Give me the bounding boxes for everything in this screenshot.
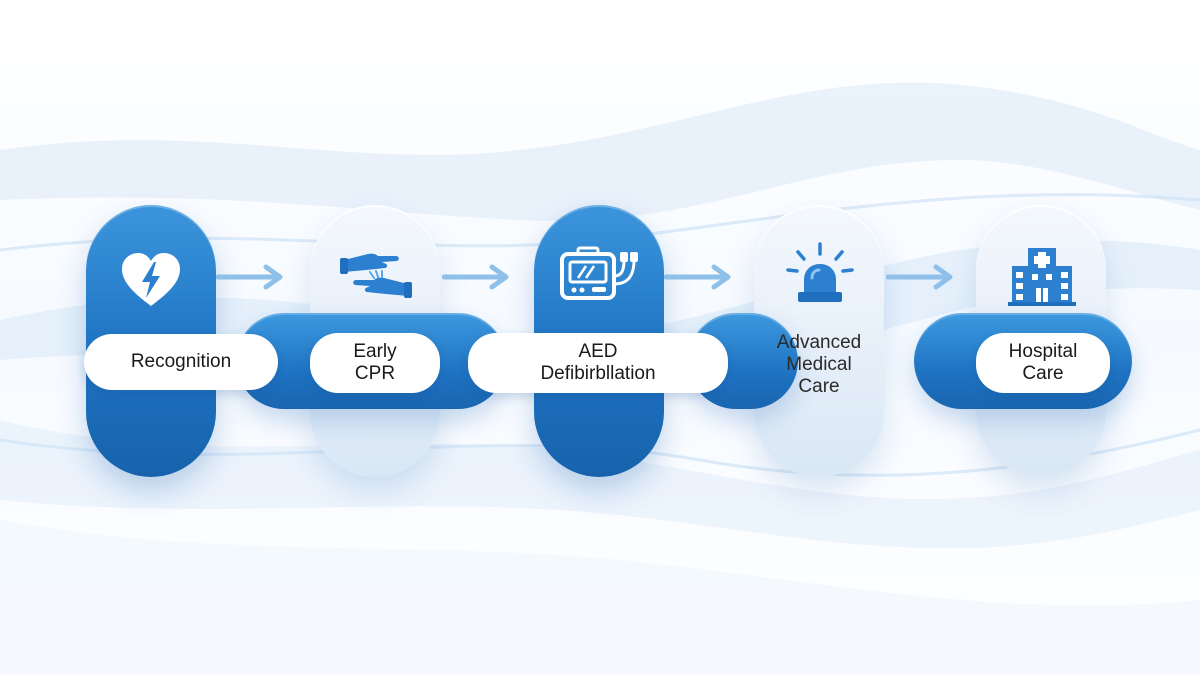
step-label-line: Advanced [776,332,862,353]
step-label-recognition: Recognition [84,334,278,390]
step-label-aed: AED Defibirbllation [468,333,728,393]
step-label-line: CPR [354,363,396,384]
siren-icon [786,242,854,302]
arrow-right-icon [664,264,731,290]
step-label-line: Early [353,341,397,362]
arrow-right-icon [886,264,953,290]
step-label-line: AED [578,341,618,362]
step-label-hospital-care: Hospital Care [976,333,1110,393]
hands-icon [340,253,412,298]
step-label-line: Medical [786,354,852,375]
step-label-early-cpr: Early CPR [310,333,440,393]
defibrillator-icon [560,246,638,300]
step-label-line: Care [1022,363,1064,384]
arrow-right-icon [216,264,283,290]
step-label-line: Care [798,376,840,397]
arrow-right-icon [442,264,509,290]
step-label-line: Hospital [1008,341,1078,362]
heart-lightning-icon [122,253,180,306]
step-label-text: Recognition [130,351,232,372]
hospital-icon [1008,248,1076,306]
step-label-advanced-care: Advanced Medical Care [754,330,884,400]
step-label-line: Defibirbllation [540,363,656,384]
